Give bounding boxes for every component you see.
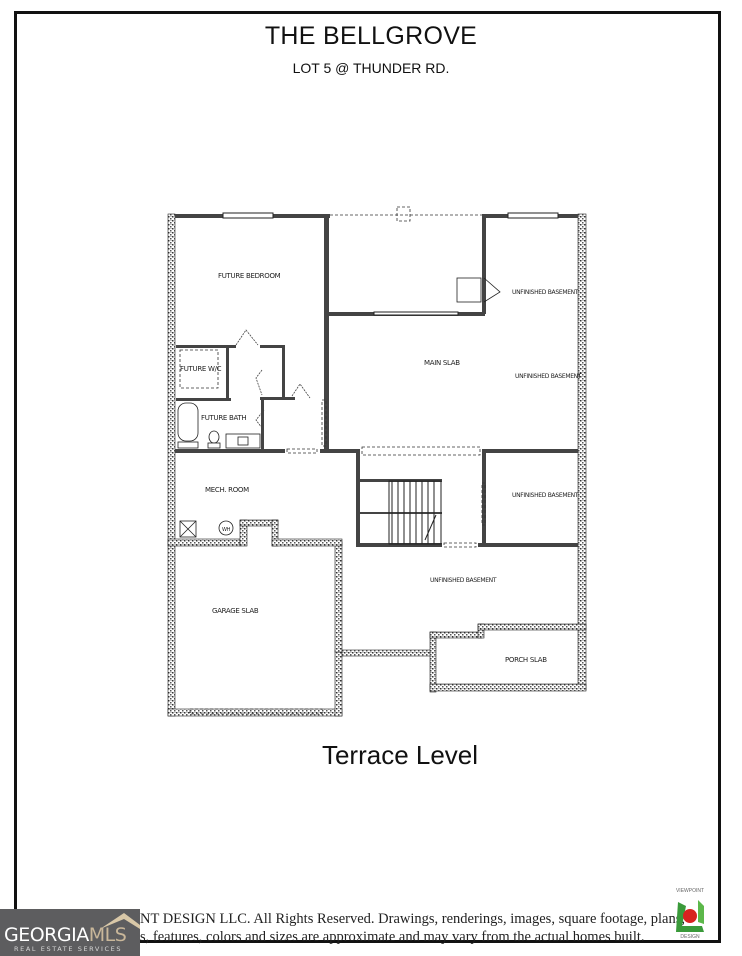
room-label-main-slab: MAIN SLAB xyxy=(424,359,460,367)
logo-bottom-text: DESIGN xyxy=(680,934,700,940)
georgia-mls-tagline: REAL ESTATE SERVICES xyxy=(14,945,123,953)
room-label-mech-room: MECH. ROOM xyxy=(205,486,249,494)
room-label-porch-slab: PORCH SLAB xyxy=(505,656,547,664)
room-label-future-bedroom: FUTURE BEDROOM xyxy=(218,272,281,280)
water-heater-label: WH xyxy=(222,527,231,533)
roof-icon xyxy=(100,913,140,929)
lot-address: LOT 5 @ THUNDER RD. xyxy=(292,60,450,76)
copyright-line-2: s, features, colors and sizes are approx… xyxy=(140,929,645,945)
room-label-unfinished-basement-4: UNFINISHED BASEMENT xyxy=(430,577,497,584)
georgia-mls-watermark: GEORGIAMLS REAL ESTATE SERVICES xyxy=(0,909,140,956)
room-label-garage-slab: GARAGE SLAB xyxy=(212,607,259,615)
level-caption: Terrace Level xyxy=(321,740,479,770)
page-border xyxy=(14,11,721,943)
room-label-unfinished-basement-3: UNFINISHED BASEMENT xyxy=(512,492,579,499)
copyright-line-1: NT DESIGN LLC. All Rights Reserved. Draw… xyxy=(140,911,685,927)
stairs xyxy=(388,480,442,545)
copyright-notice: NT DESIGN LLC. All Rights Reserved. Draw… xyxy=(140,910,685,946)
foundation-walls xyxy=(167,213,587,717)
logo-top-text: VIEWPOINT xyxy=(675,888,705,894)
viewpoint-design-logo: VIEWPOINT DESIGN xyxy=(668,888,712,942)
room-label-future-bath: FUTURE BATH xyxy=(201,414,246,422)
room-label-future-wic: FUTURE W/C xyxy=(180,365,222,373)
georgia-mls-wordmark: GEORGIAMLS xyxy=(4,924,127,946)
plan-title: THE BELLGROVE xyxy=(264,22,478,50)
room-label-unfinished-basement-2: UNFINISHED BASEMENT xyxy=(515,373,582,380)
logo-mark-icon xyxy=(676,900,704,932)
room-label-unfinished-basement-1: UNFINISHED BASEMENT xyxy=(512,289,579,296)
